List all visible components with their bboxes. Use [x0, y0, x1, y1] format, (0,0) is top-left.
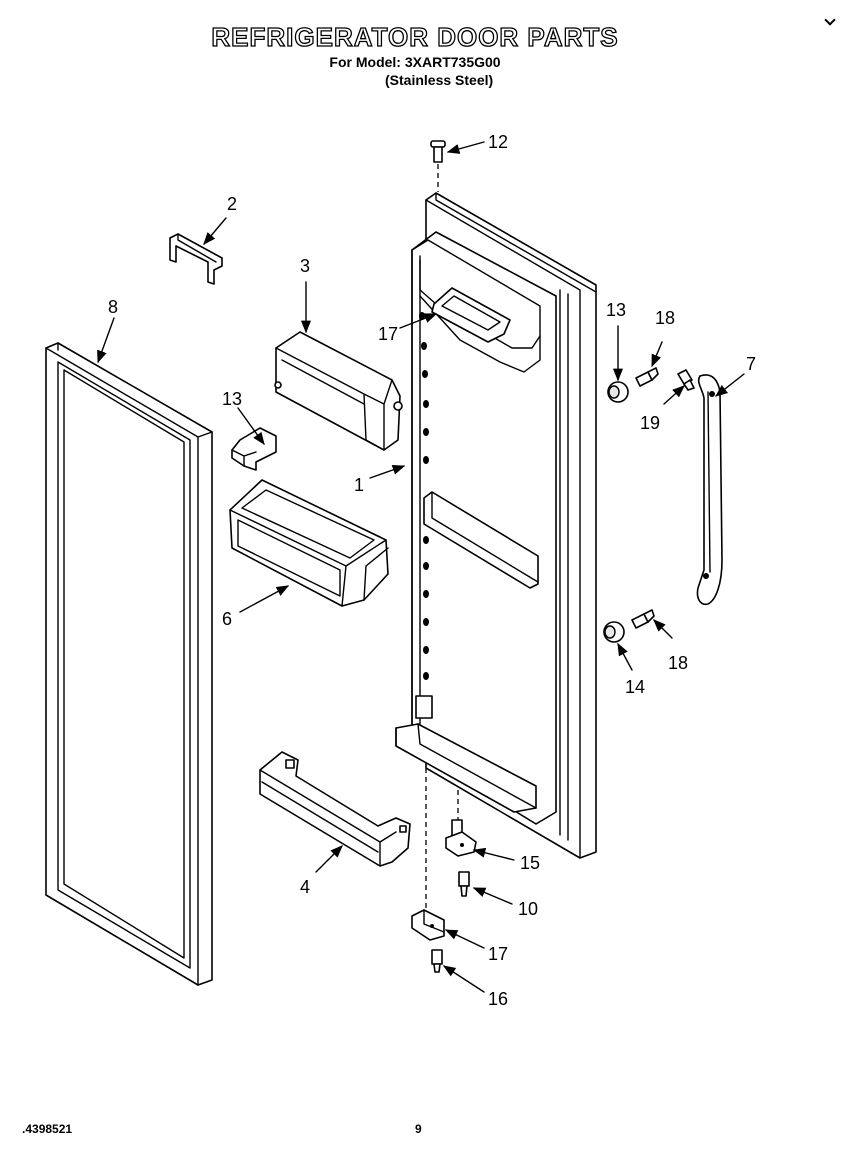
part-13-spacer-lower	[603, 621, 625, 643]
part-19-screw	[677, 369, 695, 391]
part-4-door-shelf	[259, 751, 411, 867]
part-11-screw	[430, 140, 446, 192]
part-18-screw-upper	[635, 367, 659, 387]
callout-13-upper: 13	[606, 300, 627, 320]
part-8-door-gasket	[45, 342, 213, 986]
callout-12: 13	[222, 389, 243, 409]
page-number: 9	[415, 1122, 422, 1136]
callout-16: 17	[488, 944, 509, 964]
part-3-dairy-door	[274, 331, 403, 451]
document-number: .4398521	[22, 1122, 73, 1136]
callout-8: 8	[108, 297, 119, 317]
callout-18-upper: 18	[655, 308, 676, 328]
finish-line: (Stainless Steel)	[385, 72, 494, 88]
callout-3: 3	[300, 256, 311, 276]
callout-1: 1	[354, 475, 365, 495]
diagram-title: REFRIGERATOR DOOR PARTS	[211, 21, 619, 52]
part-7-door-handle	[696, 374, 723, 606]
leader-lines	[97, 141, 745, 993]
document-number-value: 4398521	[25, 1122, 73, 1136]
callout-7: 7	[746, 354, 757, 374]
part-12-bracket	[231, 427, 277, 471]
part-18-screw-lower	[631, 609, 655, 629]
part-15-screw	[431, 949, 443, 973]
model-line: For Model: 3XART735G00	[329, 54, 501, 70]
callout-2: 2	[227, 194, 238, 214]
part-14-hinge-pin	[445, 819, 477, 857]
callout-18-lower: 18	[668, 653, 689, 673]
part-10-screw	[458, 871, 470, 897]
callout-10: 10	[518, 899, 539, 919]
part-1-door-liner	[395, 192, 597, 859]
callout-14: 15	[520, 853, 541, 873]
part-17-tray-insert	[431, 287, 511, 343]
part-13-spacer-upper	[607, 381, 629, 403]
callout-11: 12	[488, 132, 509, 152]
part-16-hinge-bracket	[411, 909, 445, 941]
part-2-clip	[169, 233, 223, 285]
part-6-door-bin	[229, 479, 389, 607]
shelf-peg-holes	[419, 312, 429, 680]
callout-13-lower: 14	[625, 677, 646, 697]
callout-6: 6	[222, 609, 233, 629]
callout-15: 16	[488, 989, 509, 1009]
callout-4: 4	[300, 877, 311, 897]
callout-17: 17	[378, 324, 399, 344]
callout-19: 19	[640, 413, 661, 433]
